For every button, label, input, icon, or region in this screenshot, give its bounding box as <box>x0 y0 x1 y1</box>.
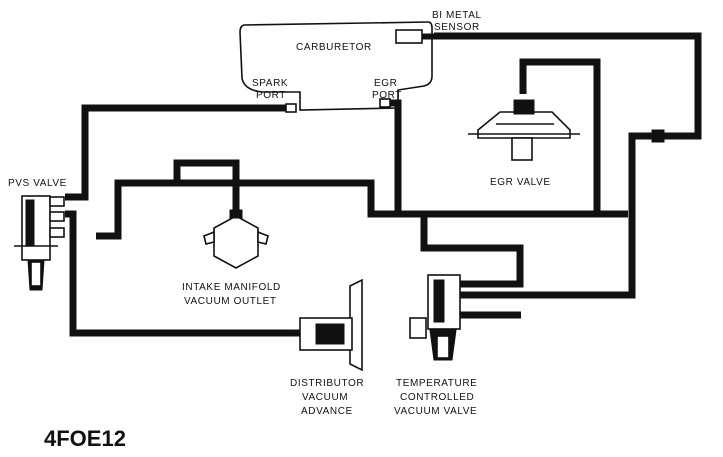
tcvv-label-line1: TEMPERATURE <box>396 378 477 389</box>
bimetal-sensor <box>395 29 423 44</box>
hose-bimetal-to-tcvv <box>434 32 702 299</box>
spark-port-label-line2: PORT <box>256 90 286 101</box>
intake-manifold-outlet <box>203 209 269 269</box>
temperature-controlled-vacuum-valve <box>409 274 461 361</box>
hose-connector <box>651 129 665 143</box>
figure-code: 4FOE12 <box>44 426 126 451</box>
tcvv-label-line3: VACUUM VALVE <box>394 406 477 417</box>
bimetal-sensor-nipple <box>421 33 435 40</box>
bimetal-sensor-label-line2: SENSOR <box>434 22 480 33</box>
hose-intake <box>96 159 240 240</box>
spark-port-fitting <box>285 103 297 113</box>
bimetal-sensor-label-line1: BI METAL <box>432 10 482 21</box>
carburetor-label: CARBURETOR <box>296 42 372 53</box>
hose-spark-port <box>65 104 286 201</box>
distributor-label-line1: DISTRIBUTOR <box>290 378 364 389</box>
distributor-label-line2: VACUUM <box>302 392 348 403</box>
hose-intake-branch <box>177 179 398 218</box>
hose-egr-valve <box>519 58 601 214</box>
distributor-vacuum-advance <box>288 278 363 372</box>
hose-distributor <box>65 210 300 337</box>
egr-port-label-line2: PORT <box>372 90 402 101</box>
hose-egr-port-down <box>420 214 524 288</box>
distributor-label-line3: ADVANCE <box>301 406 353 417</box>
pvs-valve <box>14 195 65 291</box>
tcvv-label-line2: CONTROLLED <box>400 392 474 403</box>
egr-valve <box>468 99 580 161</box>
intake-label-line1: INTAKE MANIFOLD <box>182 282 281 293</box>
hose-egr-port <box>390 99 628 218</box>
egr-port-label-line1: EGR <box>374 78 397 89</box>
intake-label-line2: VACUUM OUTLET <box>184 296 277 307</box>
pvs-valve-label: PVS VALVE <box>8 178 67 189</box>
egr-valve-label: EGR VALVE <box>490 177 551 188</box>
spark-port-label-line1: SPARK <box>252 78 288 89</box>
